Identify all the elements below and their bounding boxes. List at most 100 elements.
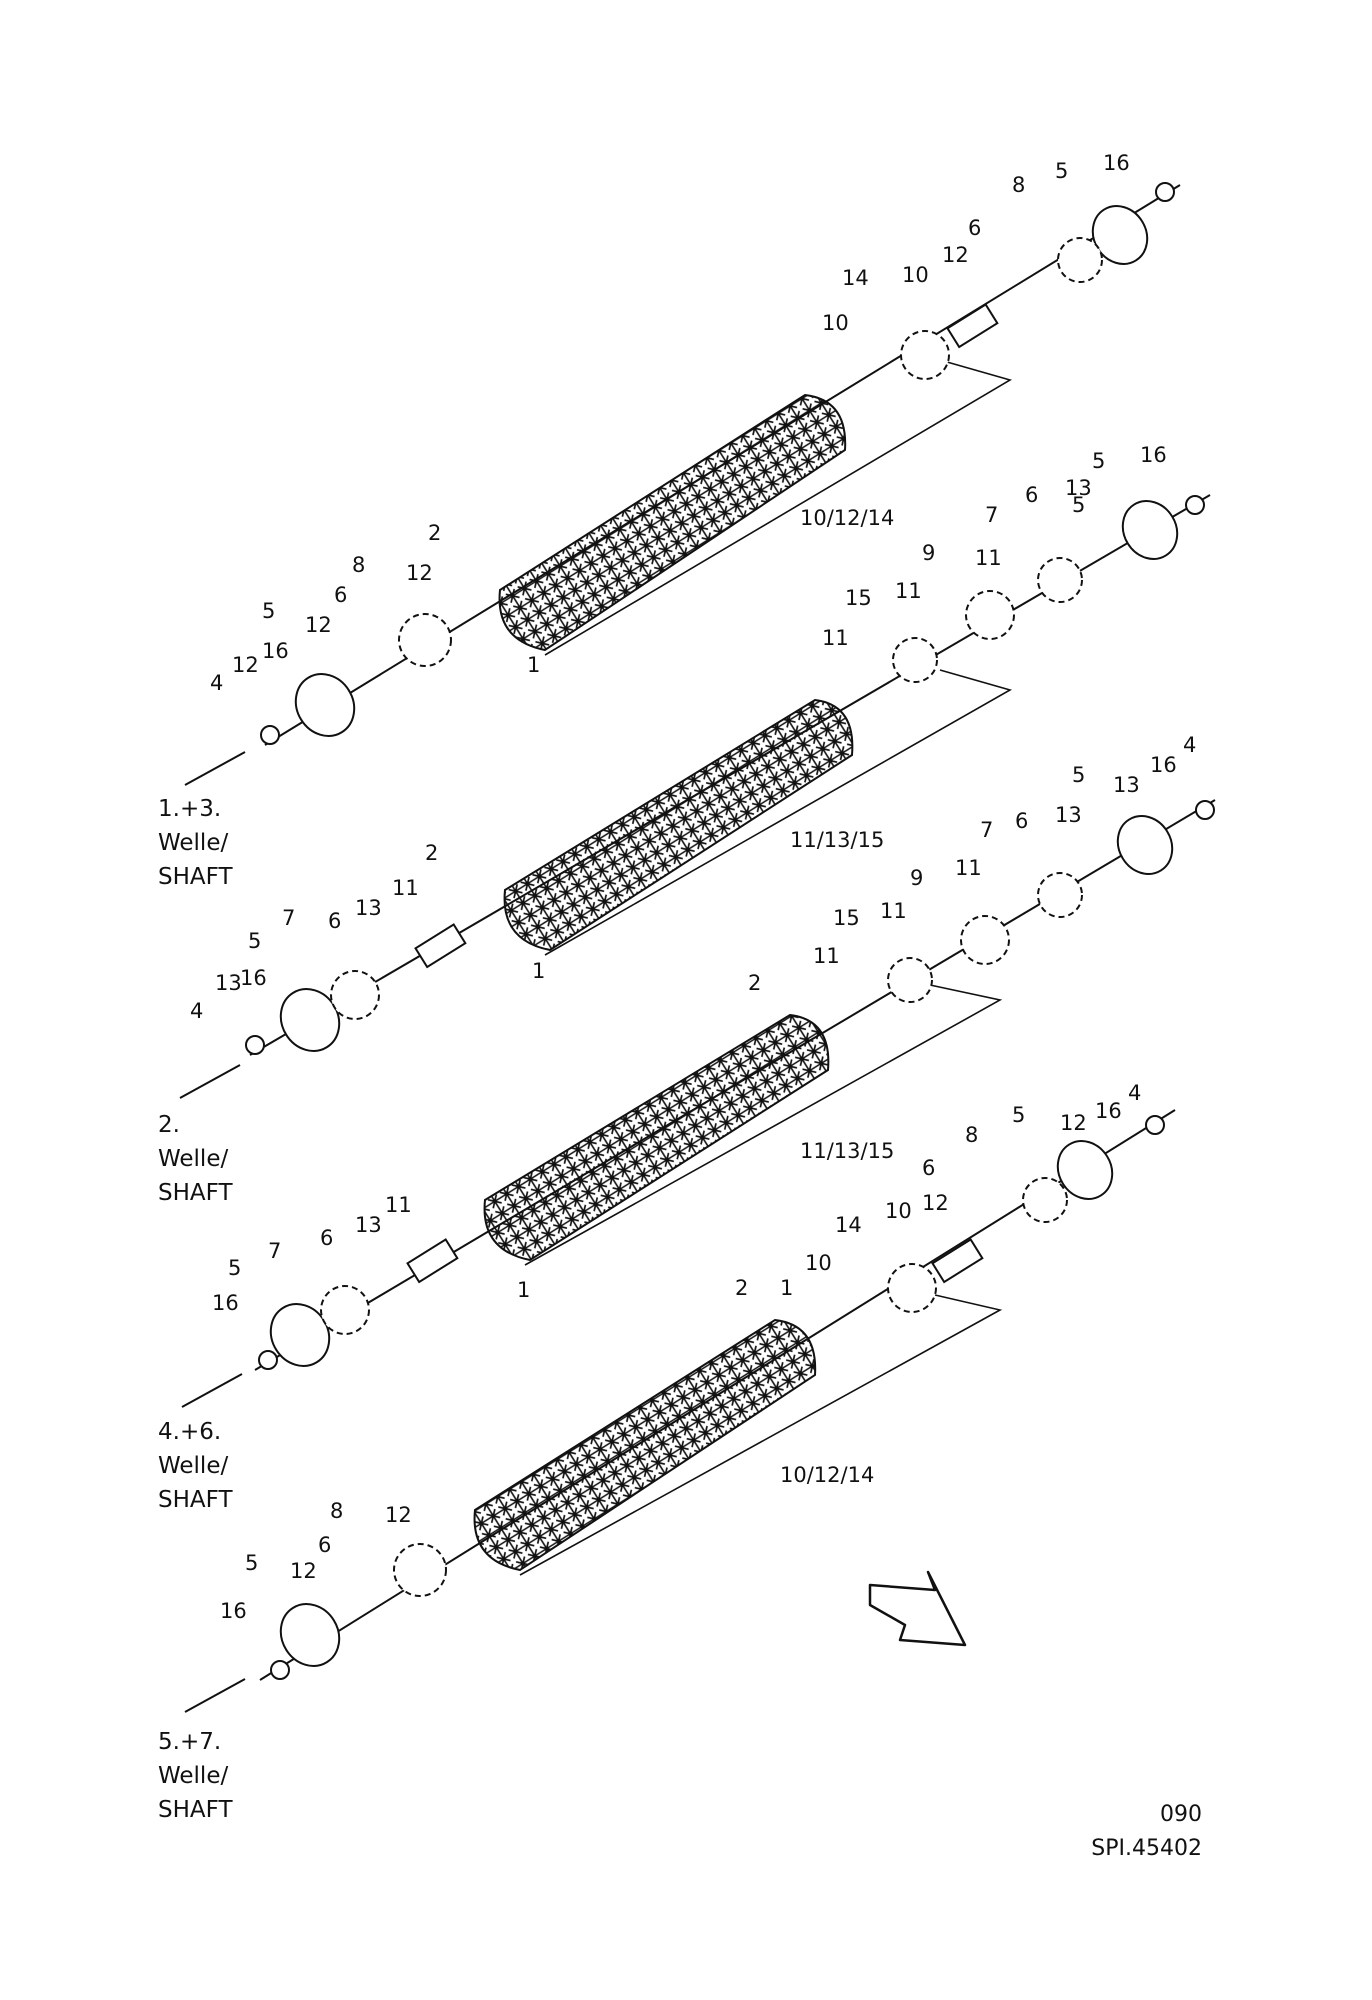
callout: 2 <box>748 971 761 995</box>
part-spring <box>931 1238 984 1284</box>
part-star-wheel-right <box>887 1263 937 1313</box>
callout: 2 <box>425 841 438 865</box>
part-nut <box>260 725 280 745</box>
callout: 8 <box>330 1499 343 1523</box>
callout: 4 <box>210 671 223 695</box>
section-number: 4.+6. <box>158 1419 222 1445</box>
callout: 10 <box>805 1251 832 1275</box>
part-spring <box>946 303 999 349</box>
part-spring <box>406 1238 459 1284</box>
bracket-label: 11/13/15 <box>800 1139 894 1163</box>
callout: 6 <box>1025 483 1038 507</box>
part-nut <box>1195 800 1215 820</box>
callout: 11 <box>895 579 922 603</box>
callout: 16 <box>1095 1099 1122 1123</box>
callout: 5 <box>1012 1103 1025 1127</box>
callout: 13 <box>1055 803 1082 827</box>
callout: 7 <box>282 906 295 930</box>
bracket-line <box>524 984 1003 1266</box>
callout: 16 <box>240 966 267 990</box>
shaft-assembly-1-3: 16 5 8 6 12 10 14 10 2 12 8 6 5 12 16 12… <box>184 151 1181 786</box>
callout: 13 <box>355 1213 382 1237</box>
direction-arrow-icon <box>868 1570 967 1647</box>
drawing-code: SPI.45402 <box>1091 1836 1202 1861</box>
callout: 6 <box>968 216 981 240</box>
callout: 15 <box>845 586 872 610</box>
callout: 12 <box>406 561 433 585</box>
part-disc-right <box>1116 815 1174 875</box>
section-title-en: SHAFT <box>158 864 233 890</box>
part-nut <box>245 1035 265 1055</box>
callout: 4 <box>1128 1081 1141 1105</box>
callout: 15 <box>833 906 860 930</box>
callout: 11 <box>822 626 849 650</box>
part-star-wheel-left <box>398 613 452 667</box>
section-pointer <box>184 1678 246 1713</box>
callout: 5 <box>228 1256 241 1280</box>
callout: 14 <box>835 1213 862 1237</box>
callout: 16 <box>1103 151 1130 175</box>
bracket-line <box>519 1294 1003 1576</box>
callout: 8 <box>965 1123 978 1147</box>
section-number: 1.+3. <box>158 796 222 822</box>
callout: 5 <box>248 929 261 953</box>
callout: 12 <box>385 1503 412 1527</box>
part-nut <box>1145 1115 1165 1135</box>
brush-roller <box>498 393 847 652</box>
callouts: 5 16 5 13 6 7 9 11 11 15 11 2 11 13 6 7 … <box>190 443 1167 1023</box>
section-label-4-6: 4.+6. Welle/ SHAFT <box>158 1415 233 1517</box>
shaft-assembly-5-7: 4 16 12 5 8 6 12 10 14 10 1 2 12 8 6 12 … <box>184 1081 1176 1713</box>
brush-roller <box>483 1013 830 1262</box>
part-star-wheel-end <box>1057 237 1103 283</box>
callout: 10 <box>885 1199 912 1223</box>
part-star-wheel-end <box>1022 1177 1068 1223</box>
callout: 13 <box>1113 773 1140 797</box>
part-disc-left <box>279 1603 341 1667</box>
section-label-5-7: 5.+7. Welle/ SHAFT <box>158 1725 233 1827</box>
callout: 9 <box>922 541 935 565</box>
callout: 11 <box>385 1193 412 1217</box>
part-nut <box>258 1350 278 1370</box>
callout: 5 <box>1092 449 1105 473</box>
shaft-assembly-2: 5 16 5 13 6 7 9 11 11 15 11 2 11 13 6 7 … <box>179 443 1211 1099</box>
callout: 5 <box>245 1551 258 1575</box>
section-title-de: Welle/ <box>158 1146 229 1172</box>
callout: 5 <box>1072 493 1085 517</box>
callout: 10 <box>902 263 929 287</box>
callout: 8 <box>1012 173 1025 197</box>
callout: 11 <box>392 876 419 900</box>
callout: 16 <box>212 1291 239 1315</box>
section-number: 5.+7. <box>158 1729 222 1755</box>
callout: 12 <box>942 243 969 267</box>
callout: 16 <box>1140 443 1167 467</box>
callout: 11 <box>813 944 840 968</box>
bracket-line <box>544 359 1013 656</box>
part-star-wheel-right <box>965 590 1015 640</box>
callout: 7 <box>980 818 993 842</box>
callout: 1 <box>527 653 540 677</box>
shaft-axis <box>264 184 1181 746</box>
part-nut <box>1185 495 1205 515</box>
callout: 10 <box>822 311 849 335</box>
callout: 6 <box>1015 809 1028 833</box>
section-pointer <box>179 1064 241 1099</box>
part-star-wheel-end <box>1037 872 1083 918</box>
section-number: 2. <box>158 1112 180 1138</box>
callout: 11 <box>880 899 907 923</box>
callout: 12 <box>232 653 259 677</box>
callout: 13 <box>1065 476 1092 500</box>
part-star-wheel-left <box>393 1543 447 1597</box>
callout: 12 <box>1060 1111 1087 1135</box>
bracket-label: 11/13/15 <box>790 828 884 852</box>
section-title-de: Welle/ <box>158 1453 229 1479</box>
callouts: 4 16 12 5 8 6 12 10 14 10 1 2 12 8 6 12 … <box>220 1081 1141 1623</box>
callout: 9 <box>910 866 923 890</box>
callout: 12 <box>290 1559 317 1583</box>
section-label-1-3: 1.+3. Welle/ SHAFT <box>158 792 233 894</box>
part-star-wheel <box>892 637 938 683</box>
part-star-wheel-right <box>900 330 950 380</box>
callout: 14 <box>842 266 869 290</box>
section-title-en: SHAFT <box>158 1180 233 1206</box>
part-star-wheel-end <box>1037 557 1083 603</box>
